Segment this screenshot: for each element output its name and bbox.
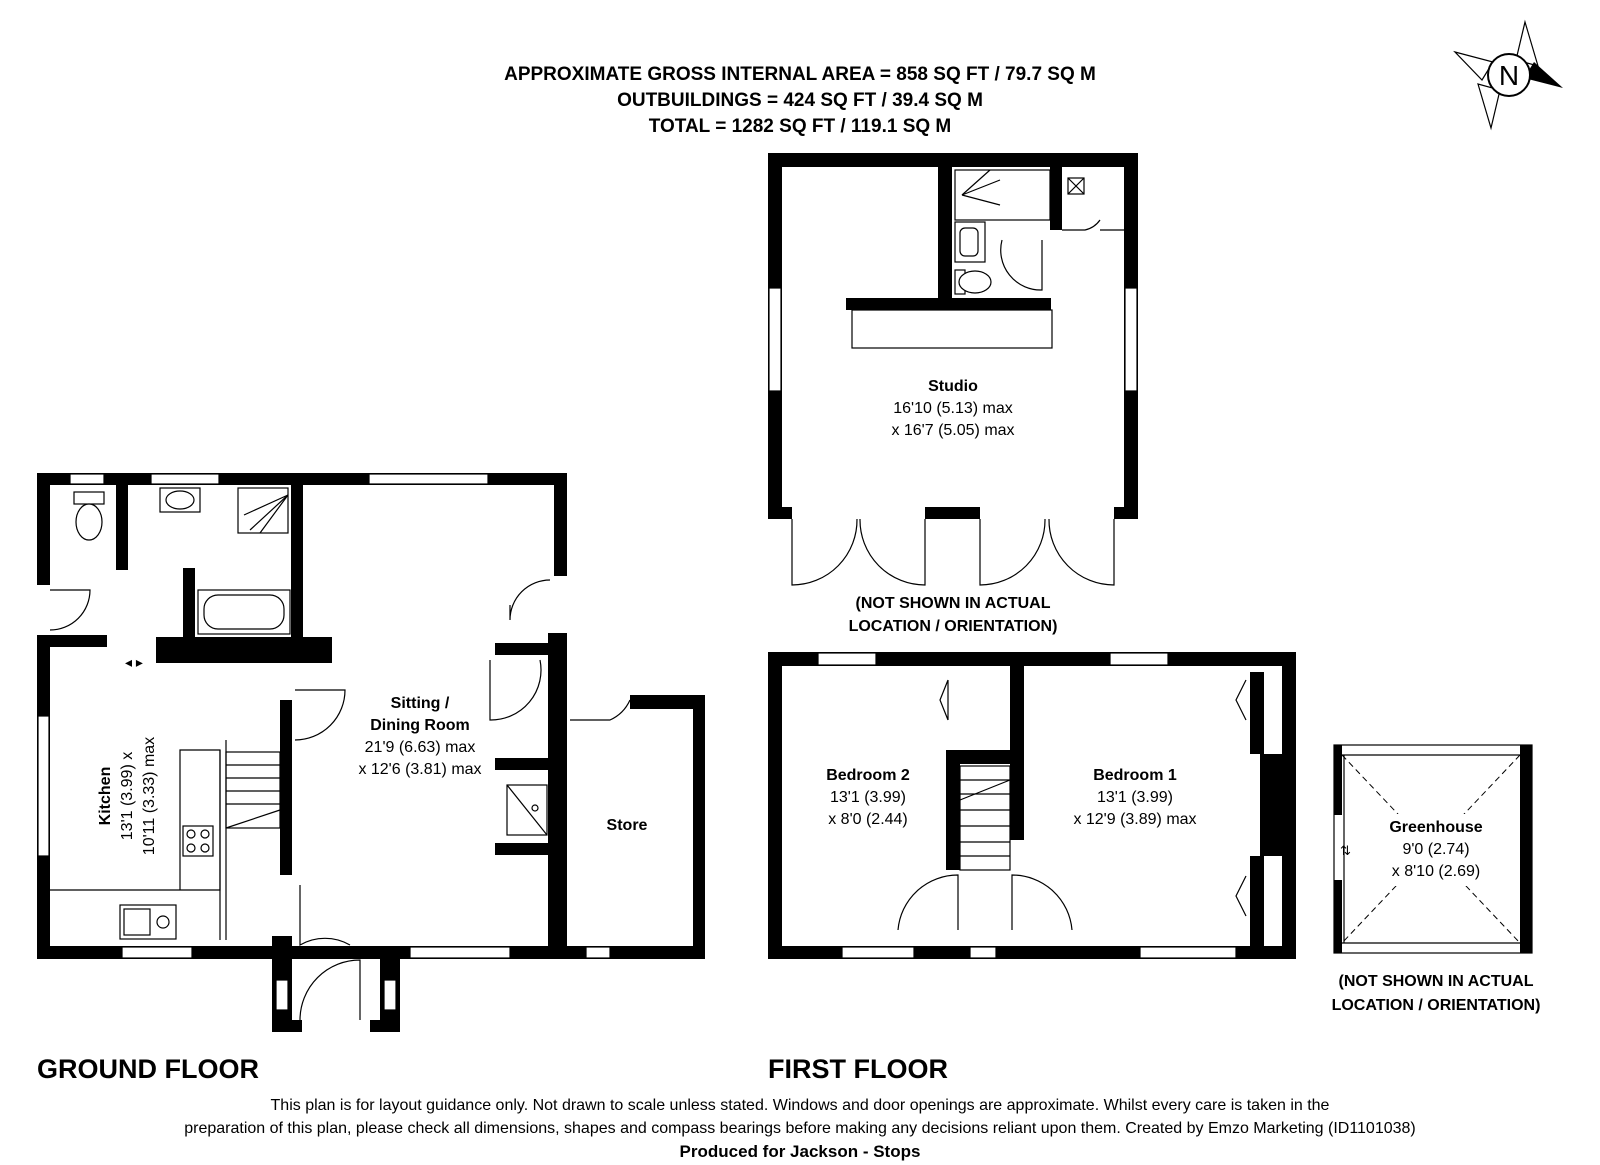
disclaimer-line-2: preparation of this plan, please check a… xyxy=(184,1120,1416,1137)
greenhouse-name: Greenhouse xyxy=(1389,819,1482,836)
greenhouse-note-2: LOCATION / ORIENTATION) xyxy=(1332,997,1541,1014)
sitting-room-name-2: Dining Room xyxy=(370,717,470,734)
compass-north-label: N xyxy=(1499,60,1519,91)
first-floor-title: FIRST FLOOR xyxy=(768,1054,948,1084)
total-area-line: TOTAL = 1282 SQ FT / 119.1 SQ M xyxy=(649,116,952,137)
compass-rose-icon: N xyxy=(1453,19,1563,131)
produced-for-line: Produced for Jackson - Stops xyxy=(680,1142,921,1161)
bedroom2-dim-1: 13'1 (3.99) xyxy=(830,789,906,806)
sitting-room-name-1: Sitting / xyxy=(391,695,450,712)
greenhouse-dim-2: x 8'10 (2.69) xyxy=(1392,863,1480,880)
first-floor-plan xyxy=(768,652,1296,959)
studio-dim-2: x 16'7 (5.05) max xyxy=(891,422,1014,439)
studio-dim-1: 16'10 (5.13) max xyxy=(893,400,1013,417)
sitting-room-dim-2: x 12'6 (3.81) max xyxy=(358,761,481,778)
kitchen-dim-2: 10'11 (3.33) max xyxy=(141,737,158,855)
disclaimer-line-1: This plan is for layout guidance only. N… xyxy=(271,1097,1330,1114)
studio-note-2: LOCATION / ORIENTATION) xyxy=(849,618,1058,635)
basin-icon xyxy=(159,487,201,513)
studio-basin-icon xyxy=(954,221,986,263)
bedroom2-dim-2: x 8'0 (2.44) xyxy=(828,811,908,828)
bedroom1-dim-1: 13'1 (3.99) xyxy=(1097,789,1173,806)
kitchen-dim-1: 13'1 (3.99) x xyxy=(119,752,136,840)
gross-area-line: APPROXIMATE GROSS INTERNAL AREA = 858 SQ… xyxy=(504,64,1096,85)
toilet-icon xyxy=(73,491,105,541)
greenhouse-plan: ⇅ xyxy=(1333,744,1533,954)
studio-name: Studio xyxy=(928,378,978,395)
shower-icon xyxy=(237,487,289,534)
studio-note-1: (NOT SHOWN IN ACTUAL xyxy=(856,595,1051,612)
bedroom2-name: Bedroom 2 xyxy=(826,767,910,784)
slide-arrow-icon: ◂ ▸ xyxy=(125,654,143,670)
sink-icon xyxy=(119,904,177,940)
studio-plan xyxy=(768,153,1138,586)
bedroom1-dim-2: x 12'9 (3.89) max xyxy=(1073,811,1196,828)
bath-icon xyxy=(197,589,291,635)
bedroom1-name: Bedroom 1 xyxy=(1093,767,1177,784)
studio-toilet-icon xyxy=(954,269,992,295)
greenhouse-note-1: (NOT SHOWN IN ACTUAL xyxy=(1339,973,1534,990)
ground-floor-plan: ◂ ▸ xyxy=(37,473,705,1032)
fireplace-icon xyxy=(506,784,548,836)
studio-shower-icon xyxy=(954,169,1051,221)
outbuildings-area-line: OUTBUILDINGS = 424 SQ FT / 39.4 SQ M xyxy=(617,90,983,111)
kitchen-name: Kitchen xyxy=(97,767,114,826)
ground-floor-title: GROUND FLOOR xyxy=(37,1054,259,1084)
store-name: Store xyxy=(607,817,648,834)
greenhouse-dim-1: 9'0 (2.74) xyxy=(1402,841,1469,858)
boiler-icon xyxy=(1067,177,1085,195)
hob-icon xyxy=(182,825,214,857)
greenhouse-slide-arrow-icon: ⇅ xyxy=(1340,843,1351,858)
sitting-room-dim-1: 21'9 (6.63) max xyxy=(365,739,476,756)
